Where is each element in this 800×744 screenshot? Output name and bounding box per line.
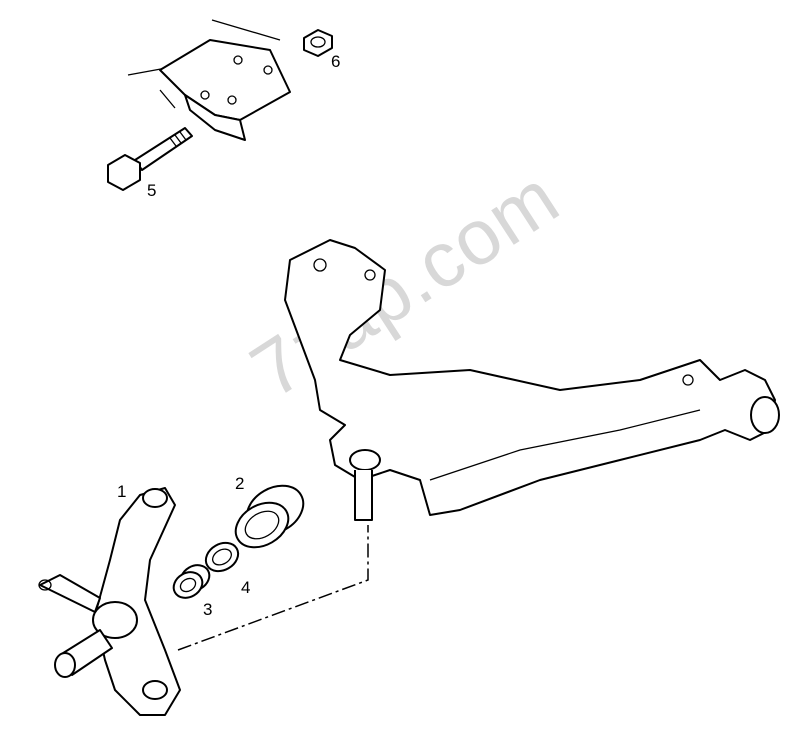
- bushing: [234, 484, 305, 549]
- callout-4: 4: [241, 578, 251, 597]
- callout-2: 2: [235, 474, 245, 493]
- lower-control-arm: [284, 239, 780, 521]
- callout-3: 3: [203, 600, 213, 619]
- nut: [303, 29, 333, 57]
- callout-1: 1: [117, 482, 127, 501]
- callout-5: 5: [147, 181, 157, 200]
- bolt: [107, 127, 193, 191]
- callout-6: 6: [331, 52, 341, 71]
- washer: [204, 541, 240, 573]
- steering-knuckle: [38, 487, 181, 716]
- assembly-line: [177, 525, 369, 651]
- small-bushing: [172, 564, 211, 599]
- mounting-bracket: [127, 19, 291, 141]
